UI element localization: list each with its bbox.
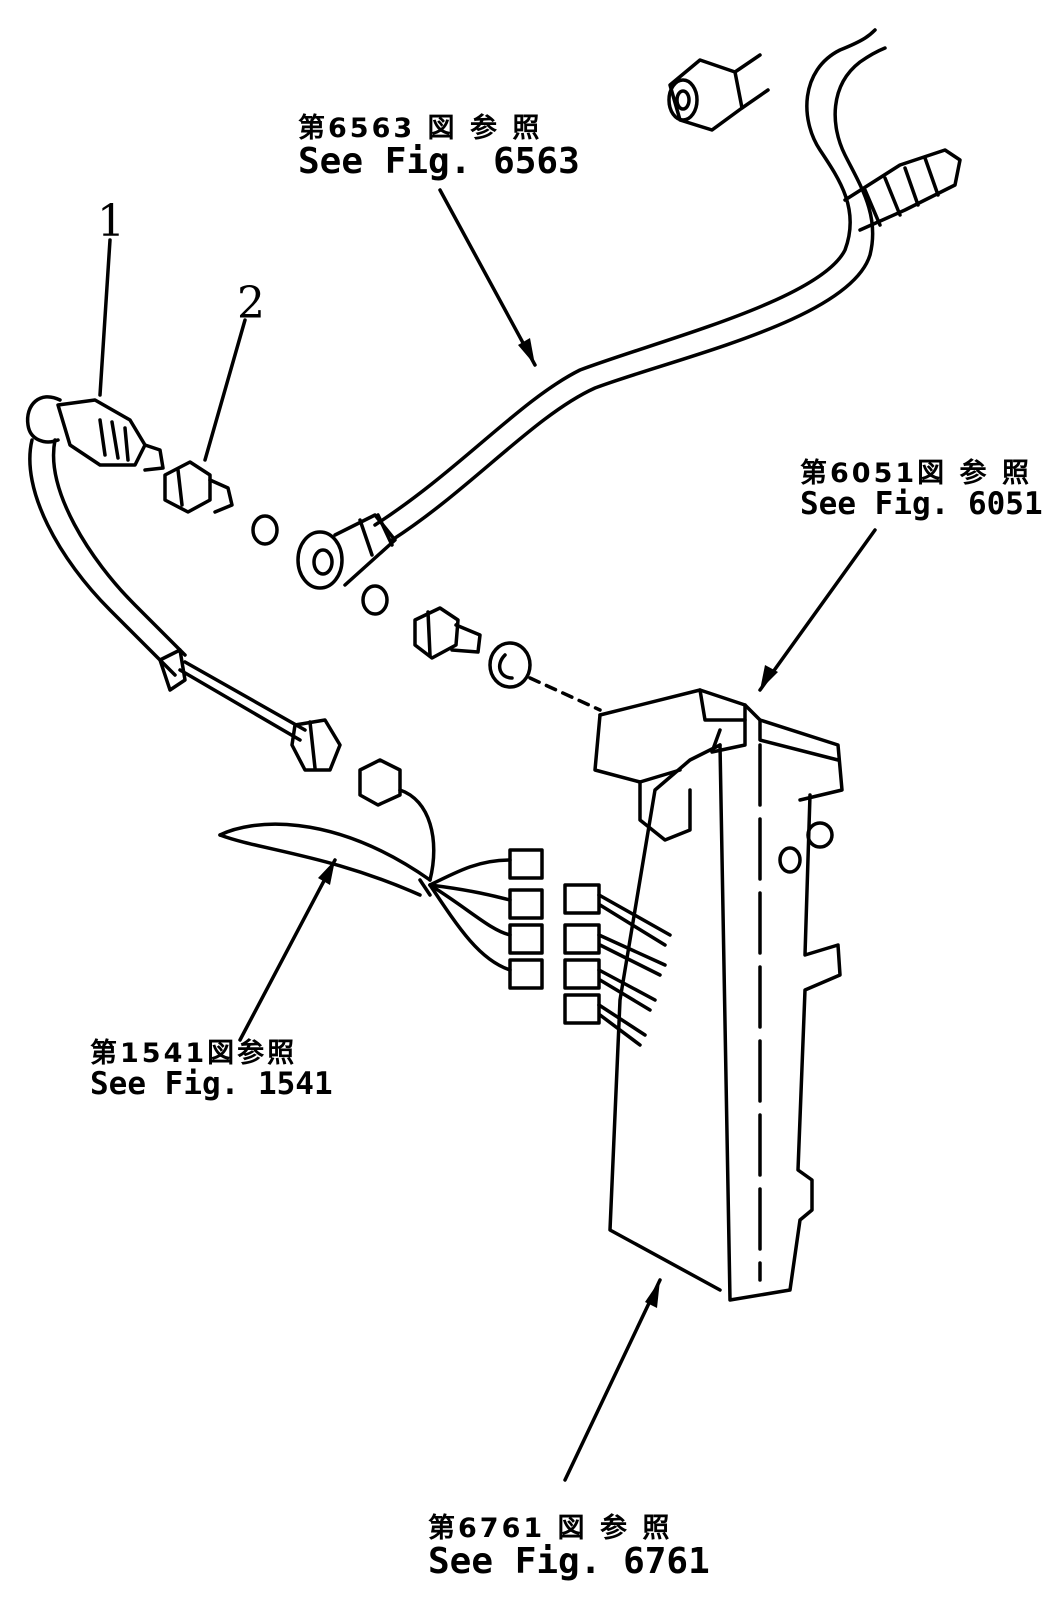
bracket-panel (593, 688, 844, 1302)
callout-6563-jp: 第6563 図 参 照 (298, 113, 543, 144)
sensor-part-1 (25, 395, 342, 772)
adapter-part-2 (163, 460, 234, 514)
part-number-1: 1 (97, 196, 125, 247)
leader-arrows (98, 188, 877, 1482)
arrow-1541 (238, 858, 337, 1042)
leader-part-1 (98, 238, 112, 397)
callout-6563: 第6563 図 参 照 See Fig. 6563 (298, 113, 580, 183)
callout-6761: 第6761 図 参 照 See Fig. 6761 (428, 1513, 710, 1583)
part-number-2: 2 (237, 278, 265, 329)
leader-part-2 (203, 318, 247, 462)
callout-6051-jp: 第6051図 参 照 (800, 458, 1032, 489)
arrowhead-6051 (760, 665, 778, 690)
washers (251, 514, 532, 689)
arrowhead-6761 (645, 1280, 660, 1308)
callout-6761-jp: 第6761 図 参 照 (428, 1513, 673, 1544)
callout-1541: 第1541図参照 See Fig. 1541 (90, 1038, 333, 1103)
leader-dashed (528, 676, 602, 712)
harness-6563 (296, 28, 962, 590)
arrow-6051 (758, 528, 877, 692)
callout-6563-en: See Fig. 6563 (298, 141, 580, 183)
callout-1541-en: See Fig. 1541 (90, 1066, 333, 1103)
harness-1541 (218, 758, 672, 1047)
bolt (413, 606, 482, 660)
arrowhead-6563 (518, 338, 535, 365)
callout-6051-en: See Fig. 6051 (800, 486, 1043, 523)
callout-1541-jp: 第1541図参照 (90, 1038, 298, 1069)
callout-6761-en: See Fig. 6761 (428, 1541, 710, 1583)
arrowhead-1541 (318, 860, 335, 885)
callout-6051: 第6051図 参 照 See Fig. 6051 (800, 458, 1043, 523)
arrow-6761 (563, 1278, 662, 1482)
arrow-6563 (438, 188, 537, 367)
